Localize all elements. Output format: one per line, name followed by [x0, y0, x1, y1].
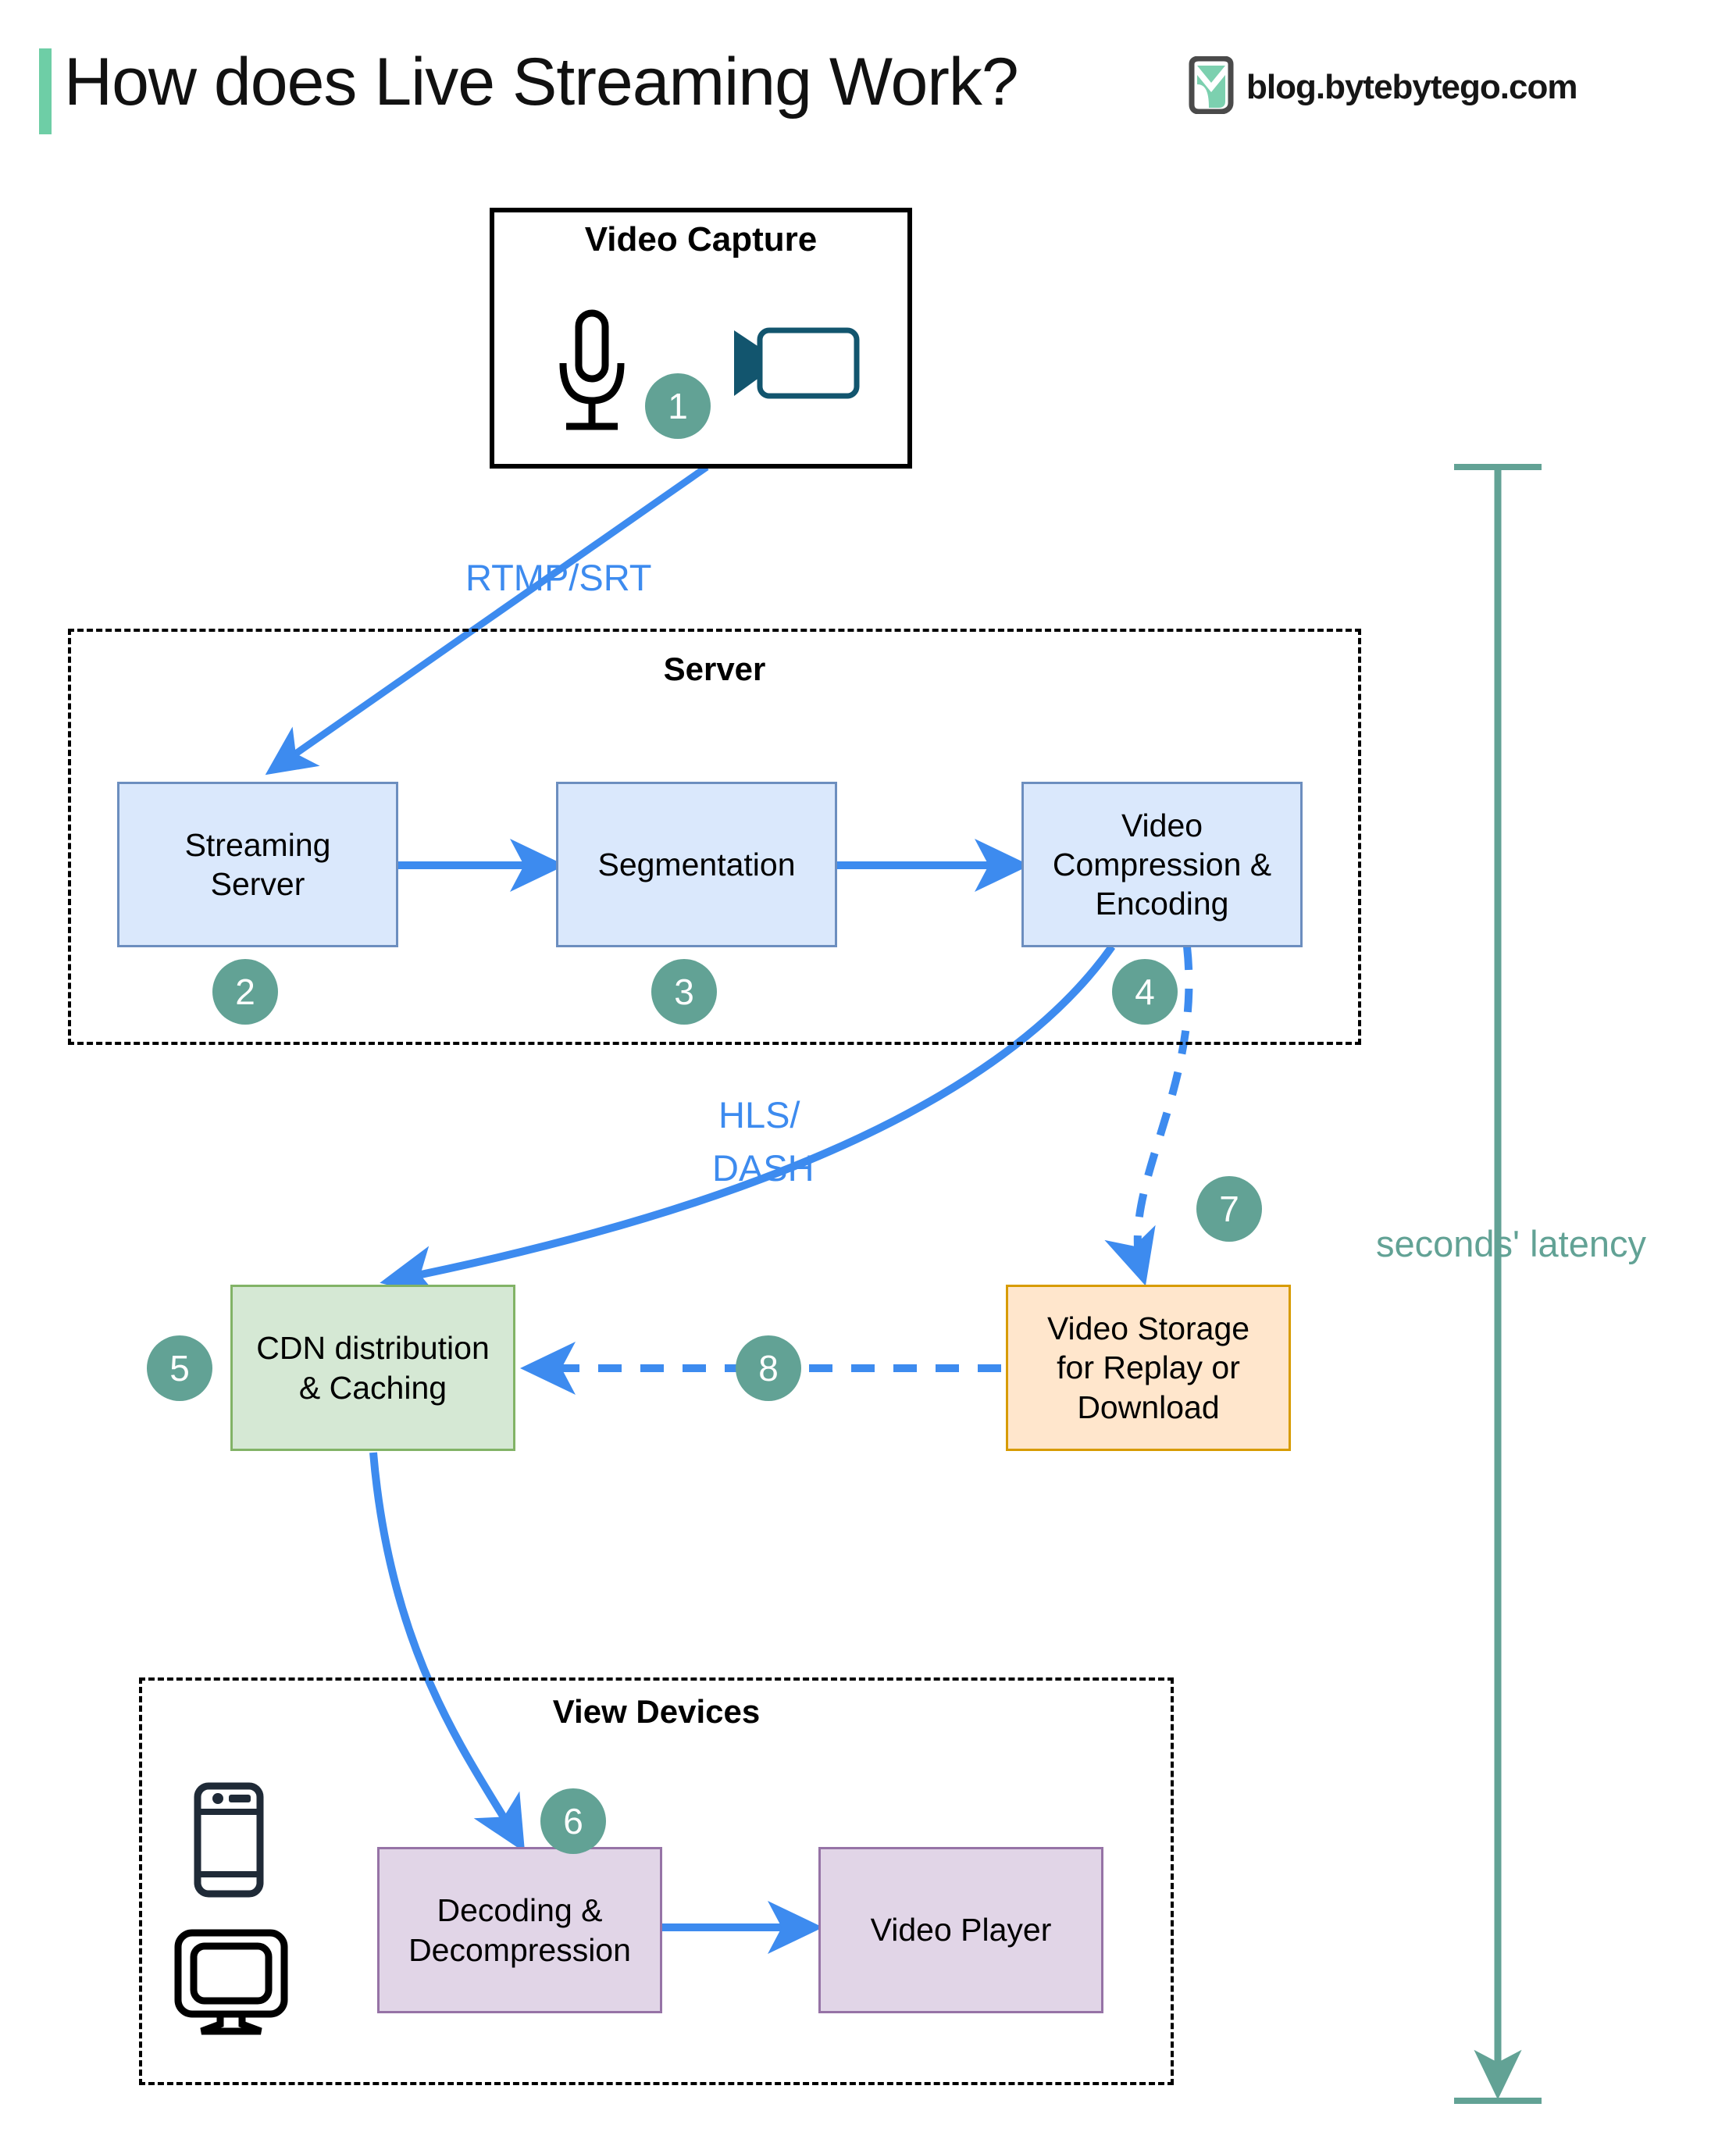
group-view-devices: [139, 1677, 1174, 2085]
title-accent-bar: [39, 48, 52, 134]
step-badge-3: 3: [651, 959, 717, 1025]
microphone-icon: [549, 308, 635, 441]
node-label-streaming-server: Streaming Server: [184, 826, 331, 902]
edge-label-rtmp-srt: RTMP/SRT: [465, 557, 652, 598]
node-segmentation[interactable]: Segmentation: [556, 782, 837, 947]
step-badge-1: 1: [645, 373, 711, 439]
node-decoding-decompression[interactable]: Decoding & Decompression: [377, 1847, 662, 2013]
node-video-player[interactable]: Video Player: [818, 1847, 1103, 2013]
group-title-video-capture: Video Capture: [584, 220, 818, 258]
brand-name: blog.bytebytego.com: [1246, 67, 1577, 106]
node-video-compression-encoding[interactable]: Video Compression & Encoding: [1021, 782, 1303, 947]
step-badge-6: 6: [540, 1788, 606, 1854]
step-badge-4: 4: [1112, 959, 1178, 1025]
page-header: How does Live Streaming Work? blog.byteb…: [0, 0, 1736, 148]
group-title-server: Server: [663, 651, 766, 687]
node-label-cdn: CDN distribution & Caching: [256, 1330, 490, 1406]
node-label-decoding: Decoding & Decompression: [408, 1892, 631, 1968]
step-badge-8: 8: [736, 1335, 801, 1401]
group-server: [68, 629, 1361, 1045]
edge-label-dash-line2: DASH: [712, 1147, 815, 1189]
brand-watermark: blog.bytebytego.com: [1187, 55, 1577, 118]
node-cdn-distribution-caching[interactable]: CDN distribution & Caching: [230, 1285, 515, 1451]
edge-label-hls-line1: HLS/: [718, 1094, 800, 1136]
step-badge-5: 5: [147, 1335, 212, 1401]
node-label-segmentation: Segmentation: [597, 846, 796, 882]
group-title-view-devices: View Devices: [552, 1693, 761, 1730]
step-badge-2: 2: [212, 959, 278, 1025]
bytebytego-logo-icon: [1187, 55, 1235, 118]
latency-label: seconds' latency: [1376, 1223, 1647, 1264]
smartphone-icon: [193, 1782, 265, 1902]
step-badge-7: 7: [1196, 1176, 1262, 1242]
node-streaming-server[interactable]: Streaming Server: [117, 782, 398, 947]
desktop-monitor-icon: [173, 1929, 289, 2039]
node-label-video-storage: Video Storage for Replay or Download: [1046, 1310, 1250, 1425]
video-camera-icon: [725, 324, 861, 406]
node-label-video-compression-encoding: Video Compression & Encoding: [1052, 807, 1272, 922]
node-label-video-player: Video Player: [870, 1912, 1052, 1948]
node-video-storage[interactable]: Video Storage for Replay or Download: [1006, 1285, 1291, 1451]
page-title: How does Live Streaming Work?: [64, 45, 1019, 119]
